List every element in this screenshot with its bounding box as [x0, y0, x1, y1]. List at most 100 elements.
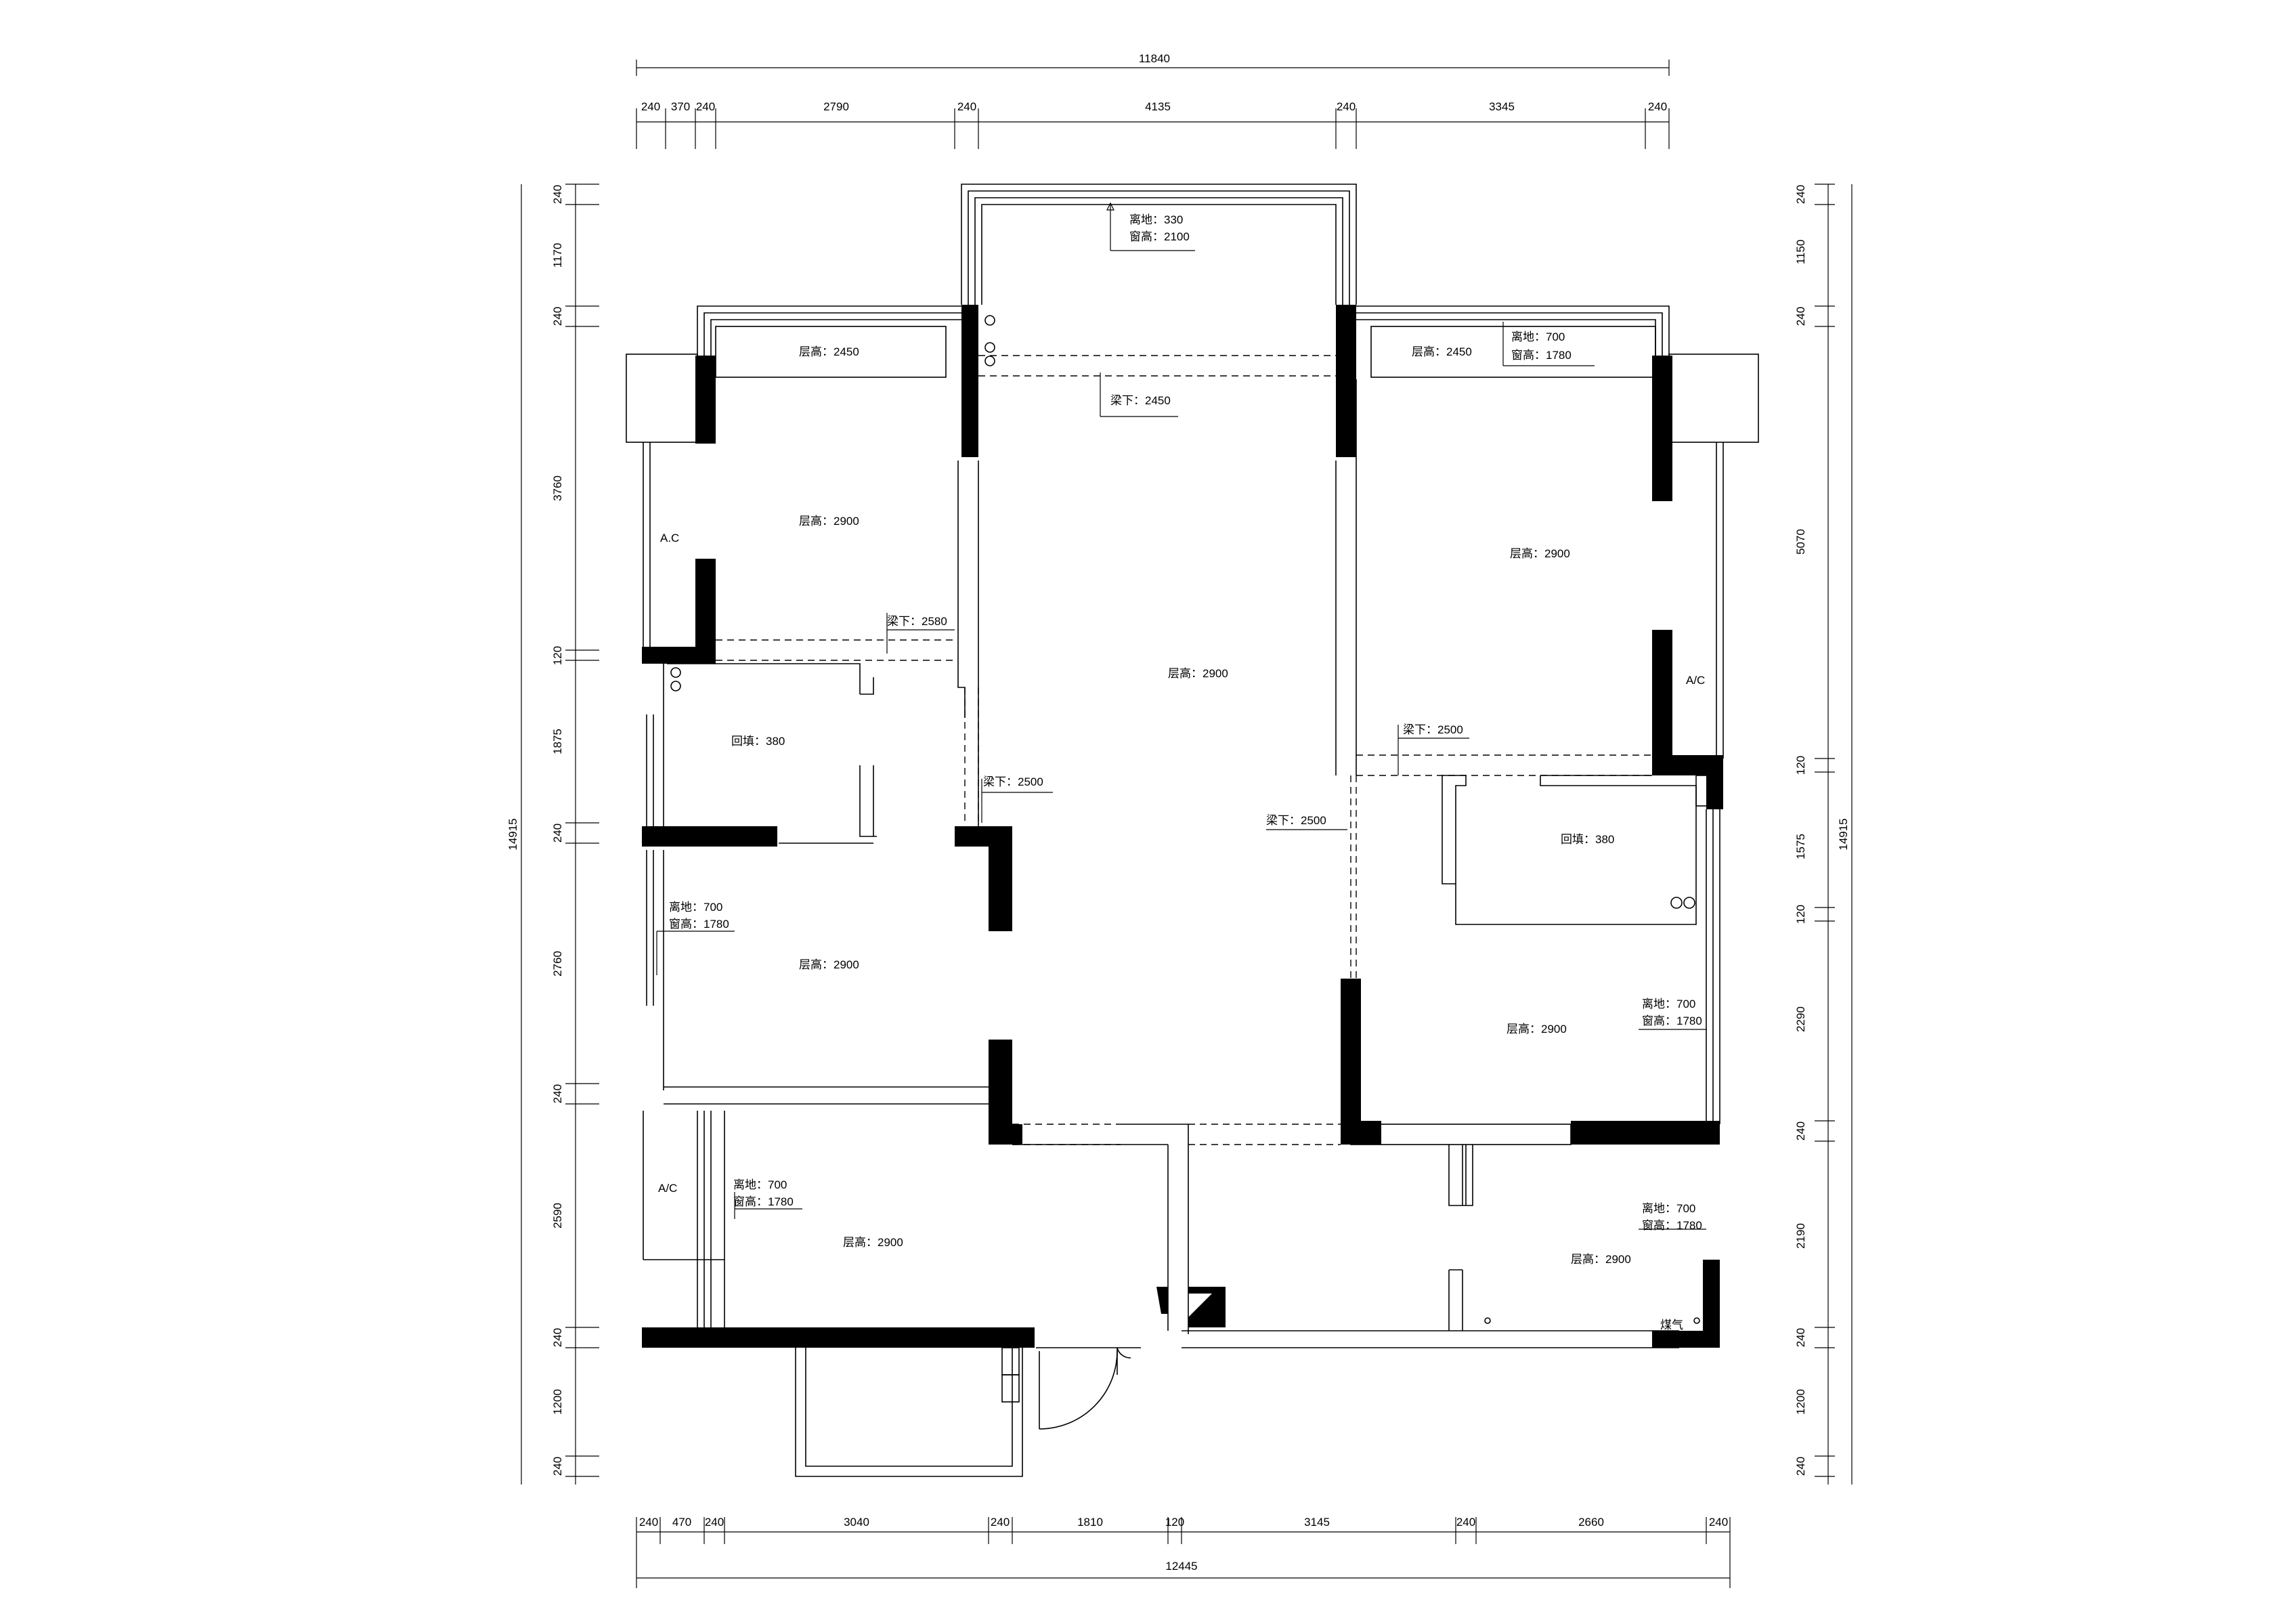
- beam-height-label: 梁下：2580: [887, 615, 947, 628]
- dim-left-total: 14915: [506, 818, 519, 850]
- dim-top-8: 3345: [1489, 100, 1515, 113]
- dim-right-4: 5070: [1794, 529, 1807, 555]
- window-height-label: 窗高：2100: [1129, 230, 1190, 243]
- gas-meter-label: 煤气: [1660, 1319, 1683, 1331]
- dim-left-8: 2760: [551, 951, 564, 977]
- beam-height-label: 梁下：2500: [1266, 814, 1326, 827]
- walls-outline: [643, 379, 1724, 1477]
- leader-lines: [656, 202, 1706, 1230]
- sill-height-label: 离地：700: [1511, 330, 1565, 343]
- pipe-icon: [1484, 1317, 1491, 1324]
- ac-unit-box-left-top: [626, 354, 698, 443]
- dim-bottom-7: 120: [1165, 1516, 1184, 1529]
- pipe-icon: [984, 342, 995, 353]
- dim-top-9: 240: [1648, 100, 1667, 113]
- dim-bottom-1: 240: [639, 1516, 658, 1529]
- bay-windows: [626, 184, 1759, 443]
- window-height-label: 窗高：1780: [1642, 1015, 1702, 1027]
- ceiling-height-label: 层高：2900: [1571, 1253, 1631, 1266]
- dim-left-7: 240: [551, 824, 564, 842]
- dim-right-3: 240: [1794, 307, 1807, 326]
- dim-top-2: 370: [671, 100, 690, 113]
- dim-right-2: 1150: [1794, 240, 1807, 265]
- ceiling-height-label: 层高：2450: [1412, 345, 1472, 358]
- dim-top-3: 240: [696, 100, 715, 113]
- dim-right-5: 120: [1794, 756, 1807, 775]
- dim-top-5: 240: [957, 100, 976, 113]
- dim-right-9: 240: [1794, 1122, 1807, 1140]
- ceiling-height-label: 层高：2900: [1168, 667, 1228, 680]
- dim-right-12: 1200: [1794, 1389, 1807, 1415]
- sill-height-label: 离地：700: [669, 901, 722, 914]
- pipe-icon: [1683, 897, 1695, 909]
- dim-bottom-2: 470: [672, 1516, 691, 1529]
- ceiling-height-label: 离地：330: [1129, 213, 1183, 226]
- beam-height-label: 梁下：2450: [1110, 394, 1171, 407]
- ceiling-height-label: 层高：2450: [799, 345, 859, 358]
- dim-top-6: 4135: [1145, 100, 1171, 113]
- pipe-icon: [984, 356, 995, 366]
- dim-bottom-11: 240: [1709, 1516, 1728, 1529]
- ac-unit-box-right-top: [1668, 354, 1759, 443]
- dim-left-4: 3760: [551, 475, 564, 501]
- dim-right-total: 14915: [1837, 818, 1850, 850]
- dim-bottom-9: 240: [1456, 1516, 1475, 1529]
- backfill-label: 回填：380: [1561, 833, 1614, 846]
- dim-left-10: 2590: [551, 1203, 564, 1229]
- beam-height-label: 梁下：2500: [1403, 723, 1463, 736]
- dim-top-4: 2790: [823, 100, 849, 113]
- window-height-label: 窗高：1780: [1642, 1219, 1702, 1232]
- window-height-label: 窗高：1780: [669, 918, 729, 931]
- pipe-icon: [1670, 897, 1683, 909]
- dim-right-8: 2290: [1794, 1006, 1807, 1032]
- dim-left-13: 240: [551, 1457, 564, 1476]
- dimension-texts: 11840 240 370 240 2790 240 4135 240 3345…: [506, 52, 1850, 1573]
- dim-right-6: 1575: [1794, 834, 1807, 859]
- pipe-icon: [670, 681, 681, 691]
- room-labels: 离地：330 窗高：2100 层高：2450 层高：2450 离地：700 窗高…: [658, 213, 1705, 1331]
- dim-top-total: 11840: [1139, 52, 1170, 65]
- ac-label: A/C: [1686, 674, 1705, 687]
- sill-height-label: 离地：700: [1642, 998, 1695, 1010]
- sill-height-label: 离地：700: [1642, 1202, 1695, 1215]
- dimension-lines: [521, 60, 1853, 1588]
- dim-bottom-8: 3145: [1304, 1516, 1330, 1529]
- sill-height-label: 离地：700: [733, 1178, 787, 1191]
- dim-bottom-6: 1810: [1077, 1516, 1103, 1529]
- dim-left-5: 120: [551, 646, 564, 665]
- ac-label: A.C: [660, 532, 679, 545]
- dim-right-1: 240: [1794, 185, 1807, 204]
- dim-left-2: 1170: [551, 243, 564, 268]
- dim-right-11: 240: [1794, 1328, 1807, 1347]
- ceiling-height-label: 层高：2900: [1507, 1023, 1567, 1036]
- ceiling-height-label: 层高：2900: [843, 1236, 903, 1249]
- dim-left-11: 240: [551, 1328, 564, 1347]
- dim-right-10: 2190: [1794, 1223, 1807, 1249]
- dim-top-1: 240: [641, 100, 660, 113]
- dim-bottom-10: 2660: [1578, 1516, 1604, 1529]
- beam-lines: [716, 355, 1652, 1145]
- ceiling-height-label: 层高：2900: [799, 515, 859, 528]
- dim-left-12: 1200: [551, 1389, 564, 1415]
- pipe-icon: [1693, 1317, 1700, 1324]
- ceiling-height-label: 层高：2900: [1510, 547, 1570, 560]
- pipe-icon: [984, 315, 995, 326]
- beam-height-label: 梁下：2500: [983, 775, 1043, 788]
- dim-bottom-total: 12445: [1165, 1560, 1197, 1573]
- dim-bottom-5: 240: [991, 1516, 1010, 1529]
- dim-right-13: 240: [1794, 1457, 1807, 1476]
- dim-bottom-3: 240: [705, 1516, 724, 1529]
- pipe-icon: [670, 667, 681, 678]
- backfill-label: 回填：380: [731, 735, 785, 748]
- dim-bottom-4: 3040: [844, 1516, 869, 1529]
- ac-label: A/C: [658, 1182, 677, 1195]
- dim-right-7: 120: [1794, 905, 1807, 924]
- dim-left-3: 240: [551, 307, 564, 326]
- dim-left-9: 240: [551, 1084, 564, 1103]
- ceiling-height-label: 层高：2900: [799, 958, 859, 971]
- dim-top-7: 240: [1337, 100, 1356, 113]
- solid-walls: [642, 305, 1723, 1348]
- dim-left-1: 240: [551, 185, 564, 204]
- fixtures: [670, 315, 1700, 1324]
